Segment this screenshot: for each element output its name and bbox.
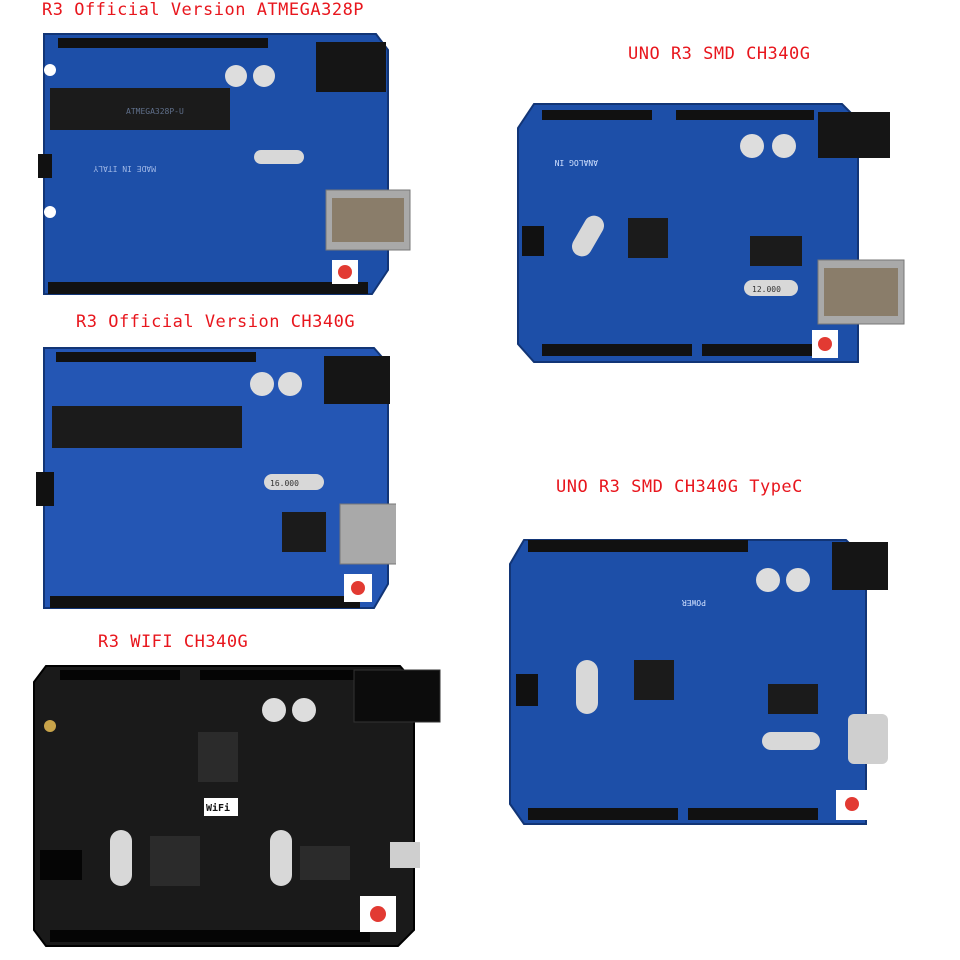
crystal-12-label: 12.000	[752, 285, 781, 294]
board-uno-r3-typec: POWER	[506, 534, 892, 830]
board-r3-ch340g: 16.000	[34, 340, 396, 612]
caption-r3-wifi: R3 WIFI CH340G	[98, 632, 249, 652]
analog-in-label: ANALOG IN	[554, 158, 598, 167]
power-label: POWER	[682, 598, 706, 607]
chip-label: ATMEGA328P-U	[126, 107, 184, 116]
caption-uno-r3-smd: UNO R3 SMD CH340G	[628, 44, 811, 64]
board-r3-atmega328p: ATMEGA328P-U MADE IN ITALY	[36, 30, 416, 298]
caption-r3-atmega328p: R3 Official Version ATMEGA328P	[42, 0, 365, 20]
caption-r3-ch340g: R3 Official Version CH340G	[76, 312, 356, 332]
board-uno-r3-smd: 12.000 ANALOG IN	[512, 100, 908, 366]
crystal-16-label: 16.000	[270, 479, 299, 488]
wifi-label: WiFi	[206, 802, 230, 814]
made-in-italy-label: MADE IN ITALY	[93, 164, 156, 173]
board-r3-wifi: WiFi	[30, 660, 444, 950]
caption-uno-r3-typec: UNO R3 SMD CH340G TypeC	[556, 477, 803, 497]
